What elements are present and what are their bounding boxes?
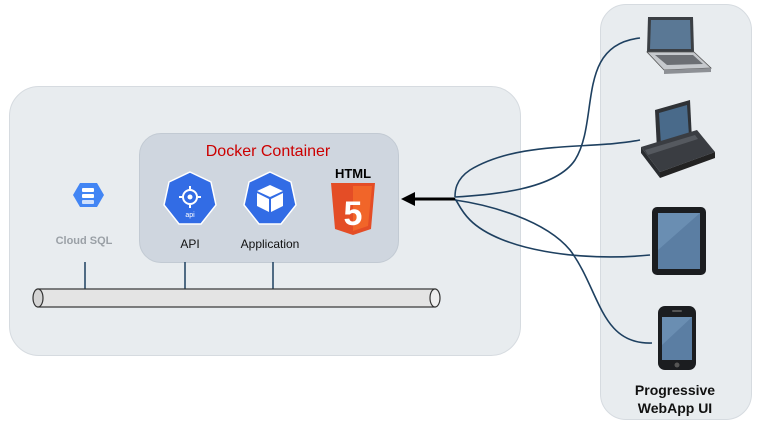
desktop-icon [641, 100, 715, 178]
docker-container-title: Docker Container [205, 143, 331, 160]
api-label: API [180, 237, 200, 251]
device-connections [454, 37, 653, 344]
api-icon: api [163, 171, 217, 225]
connector-desktop [454, 139, 641, 198]
cloud-sql-icon [73, 183, 104, 207]
laptop-icon [646, 17, 712, 74]
html5-icon: HTML 5 [331, 166, 375, 235]
pwa-label-line1: Progressive [634, 382, 716, 398]
application-label: Application [240, 237, 300, 251]
tablet-icon [652, 207, 706, 275]
cloud-sql-label: Cloud SQL [55, 235, 113, 247]
phone-icon [658, 306, 696, 370]
network-bus [32, 262, 441, 308]
api-icon-text: api [185, 212, 195, 219]
html-badge-number: 5 [344, 195, 363, 233]
connector-laptop [454, 37, 641, 198]
connector-phone [454, 199, 653, 344]
html-badge-text: HTML [335, 166, 371, 181]
connector-tablet [454, 198, 651, 258]
application-icon [243, 171, 297, 225]
request-arrowhead [401, 192, 415, 206]
pwa-label-line2: WebApp UI [637, 400, 713, 416]
pwa-label: Progressive WebApp UI [600, 381, 750, 417]
